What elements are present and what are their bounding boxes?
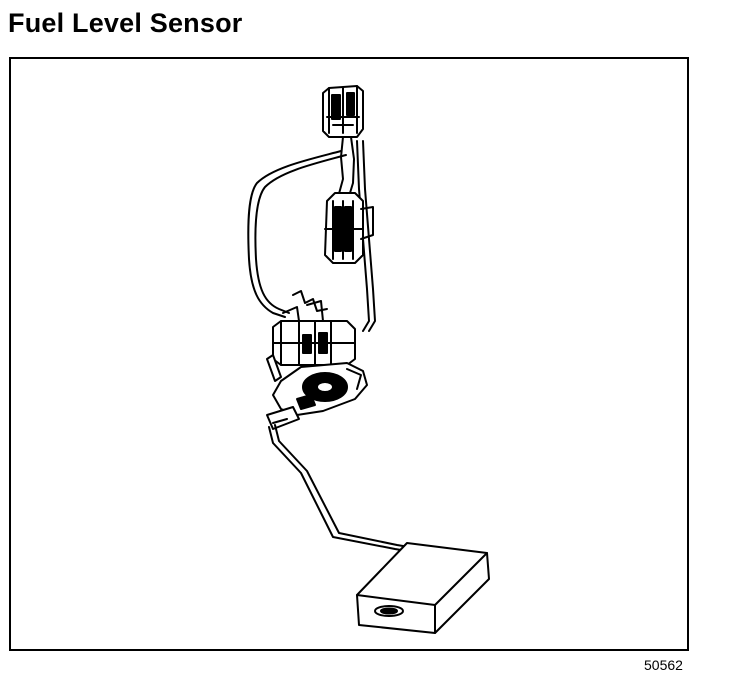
figure-number: 50562 — [644, 657, 683, 673]
page-title: Fuel Level Sensor — [8, 8, 243, 38]
fuel-level-sensor-diagram — [247, 85, 490, 634]
middle-connector — [324, 192, 374, 264]
float — [356, 542, 490, 634]
sensor-housing — [272, 290, 356, 366]
diagram-frame — [9, 57, 689, 651]
wire-harness — [247, 136, 376, 332]
float-arm-rod — [268, 424, 410, 552]
float-arm-pivot — [266, 354, 368, 430]
top-connector — [322, 85, 364, 138]
